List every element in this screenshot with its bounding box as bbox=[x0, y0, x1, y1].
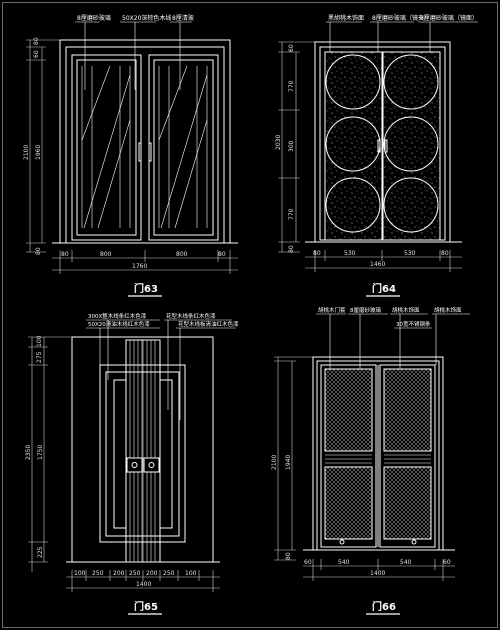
d64-vdim-4: 300 bbox=[288, 140, 295, 152]
d64-vdim-2: 770 bbox=[288, 80, 295, 92]
d64-title: 门64 bbox=[372, 282, 396, 295]
d64-total: 1460 bbox=[370, 261, 385, 268]
d64-hdim-4: 80 bbox=[441, 250, 449, 257]
d65-vdim-3: 2350 bbox=[25, 445, 32, 460]
d65-vdim-5: 225 bbox=[37, 546, 44, 558]
d66-callout-5: 胡桃木饰面 bbox=[434, 306, 462, 314]
door-66-elevation: 胡桃木门套 8厘磨砂玻璃 胡桃木饰面 30宽不锈钢条 胡桃木饰面 bbox=[274, 306, 470, 581]
d65-vdim-2: 275 bbox=[36, 351, 43, 363]
d63-total: 1760 bbox=[132, 263, 147, 270]
d63-vdim-5: 80 bbox=[35, 247, 42, 255]
d63-vdim-3: 2100 bbox=[23, 145, 30, 160]
d64-vdim-5: 770 bbox=[288, 208, 295, 220]
d63-callout-1: 8厘磨砂玻璃 bbox=[77, 14, 111, 22]
d66-callout-1: 胡桃木门套 bbox=[318, 306, 346, 314]
d63-dimension-labels: 80 60 2100 1960 80 80 800 800 80 1760 bbox=[23, 37, 226, 270]
d64-vdim-1: 60 bbox=[288, 44, 295, 52]
d65-hdim-7: 100 bbox=[185, 570, 197, 577]
d66-dimension-labels: 2100 1940 80 60 540 540 60 1400 bbox=[271, 455, 451, 577]
d63-vdim-4: 1960 bbox=[35, 145, 42, 160]
d65-hdim-4: 250 bbox=[129, 570, 141, 577]
d65-hdim-2: 250 bbox=[92, 570, 104, 577]
d64-hdim-3: 530 bbox=[404, 250, 416, 257]
d63-hdim-3: 800 bbox=[176, 251, 188, 258]
d65-vdim-4: 1750 bbox=[37, 445, 44, 460]
d65-callout-3: 花型木线条红木色漆 bbox=[166, 312, 216, 320]
d65-title: 门65 bbox=[134, 600, 158, 613]
d66-callout-3: 胡桃木饰面 bbox=[392, 306, 420, 314]
d64-vdim-3: 2030 bbox=[275, 135, 282, 150]
door-63-elevation: 8厘磨砂玻璃 50X20深棕色木线 8厘清玻 bbox=[26, 14, 238, 274]
d66-callout-2: 8厘磨砂玻璃 bbox=[350, 306, 381, 314]
d65-callout-4: 花型木线板清油红木色漆 bbox=[178, 320, 239, 328]
d66-vdim-1: 2100 bbox=[271, 455, 278, 470]
d65-hdim-6: 250 bbox=[163, 570, 175, 577]
d65-callout-2: 50X20清油木线红木色漆 bbox=[88, 320, 150, 328]
d63-vdim-2: 60 bbox=[33, 50, 40, 58]
d64-callout-2: 8厘磨砂玻璃（镜夹） bbox=[372, 14, 430, 22]
d65-callout-1: 300X整木线条红木色漆 bbox=[88, 312, 147, 320]
d64-vdim-6: 80 bbox=[288, 245, 295, 253]
d65-hdim-3: 200 bbox=[113, 570, 125, 577]
door-64-elevation: 黑胡桃木饰面 8厘磨砂玻璃（镜夹） 8厘磨砂玻璃（镜面） bbox=[278, 14, 478, 272]
d65-hdim-1: 100 bbox=[74, 570, 86, 577]
d66-total: 1400 bbox=[370, 570, 385, 577]
d64-hdim-1: 80 bbox=[313, 250, 321, 257]
d63-title: 门63 bbox=[134, 282, 158, 295]
door-65-elevation: 300X整木线条红木色漆 50X20清油木线红木色漆 花型木线条红木色漆 花型木… bbox=[28, 312, 239, 592]
d66-hdim-4: 60 bbox=[443, 559, 451, 566]
d63-callout-2: 50X20深棕色木线 bbox=[122, 14, 171, 22]
d66-title: 门66 bbox=[372, 600, 396, 613]
d64-callout-3: 8厘磨砂玻璃（镜面） bbox=[420, 14, 478, 22]
d64-hdim-2: 530 bbox=[344, 250, 356, 257]
d66-hdim-1: 60 bbox=[304, 559, 312, 566]
d66-vdim-3: 80 bbox=[285, 552, 292, 560]
d65-total: 1400 bbox=[136, 581, 151, 588]
d64-dimension-labels: 60 770 2030 300 770 80 80 530 530 80 146… bbox=[275, 44, 449, 268]
d63-hdim-1: 80 bbox=[61, 251, 69, 258]
d65-hdim-5: 200 bbox=[146, 570, 158, 577]
d66-hdim-2: 540 bbox=[338, 559, 350, 566]
d63-vdim-1: 80 bbox=[33, 37, 40, 45]
d66-vdim-2: 1940 bbox=[285, 455, 292, 470]
d65-dimension-labels: 100 275 2350 1750 225 100 250 200 250 20… bbox=[25, 335, 197, 588]
d64-callout-1: 黑胡桃木饰面 bbox=[328, 14, 364, 22]
d66-callout-4: 30宽不锈钢条 bbox=[396, 320, 431, 328]
d63-hdim-2: 800 bbox=[100, 251, 112, 258]
d66-hdim-3: 540 bbox=[400, 559, 412, 566]
d63-hdim-4: 80 bbox=[218, 251, 226, 258]
d63-callout-3: 8厘清玻 bbox=[172, 14, 194, 22]
d65-vdim-1: 100 bbox=[36, 335, 43, 347]
